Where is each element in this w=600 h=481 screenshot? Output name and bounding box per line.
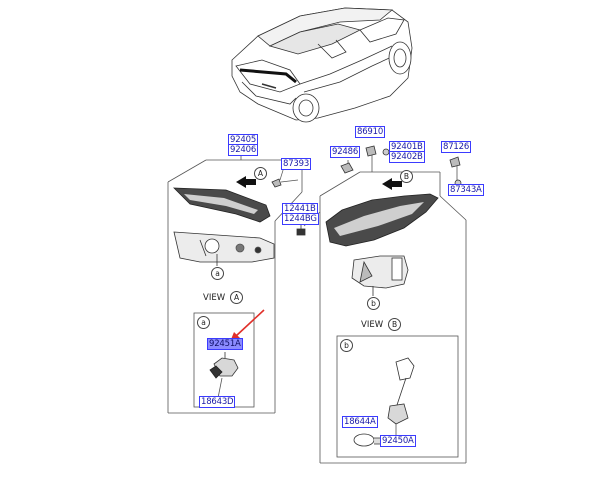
part-label-87393[interactable]: 87393 (281, 158, 312, 170)
part-label-92451A[interactable]: 92451A (207, 338, 243, 350)
part-label-92402B[interactable]: 92402B (389, 151, 425, 163)
view-a-label: VIEW A (203, 291, 244, 304)
callout-A: A (254, 167, 267, 180)
part-label-92450A[interactable]: 92450A (380, 435, 416, 447)
view-b-letter: B (388, 318, 402, 331)
callout-a-lamp: a (211, 267, 224, 280)
callout-b-box: b (340, 339, 353, 352)
part-label-92486[interactable]: 92486 (330, 146, 361, 158)
part-label-18644A[interactable]: 18644A (342, 416, 378, 428)
part-label-1244BG[interactable]: 1244BG (282, 213, 319, 225)
view-a-letter: A (230, 291, 244, 304)
vehicle-illustration (231, 7, 413, 123)
callout-B: B (400, 170, 413, 183)
callout-b-lamp: b (367, 297, 380, 310)
right-assembly-panel (319, 145, 467, 464)
part-label-92406[interactable]: 92406 (228, 144, 259, 156)
callout-a-box: a (197, 316, 210, 329)
view-b-label: VIEW B (361, 318, 402, 331)
part-label-86910[interactable]: 86910 (355, 126, 386, 138)
part-label-87126[interactable]: 87126 (441, 141, 472, 153)
part-label-18643D[interactable]: 18643D (199, 396, 236, 408)
left-assembly-panel (167, 151, 303, 414)
part-label-92401B[interactable]: 92401B (389, 141, 425, 153)
view-a-text: VIEW (203, 293, 226, 303)
part-label-87343A[interactable]: 87343A (448, 184, 484, 196)
view-b-text: VIEW (361, 320, 384, 330)
